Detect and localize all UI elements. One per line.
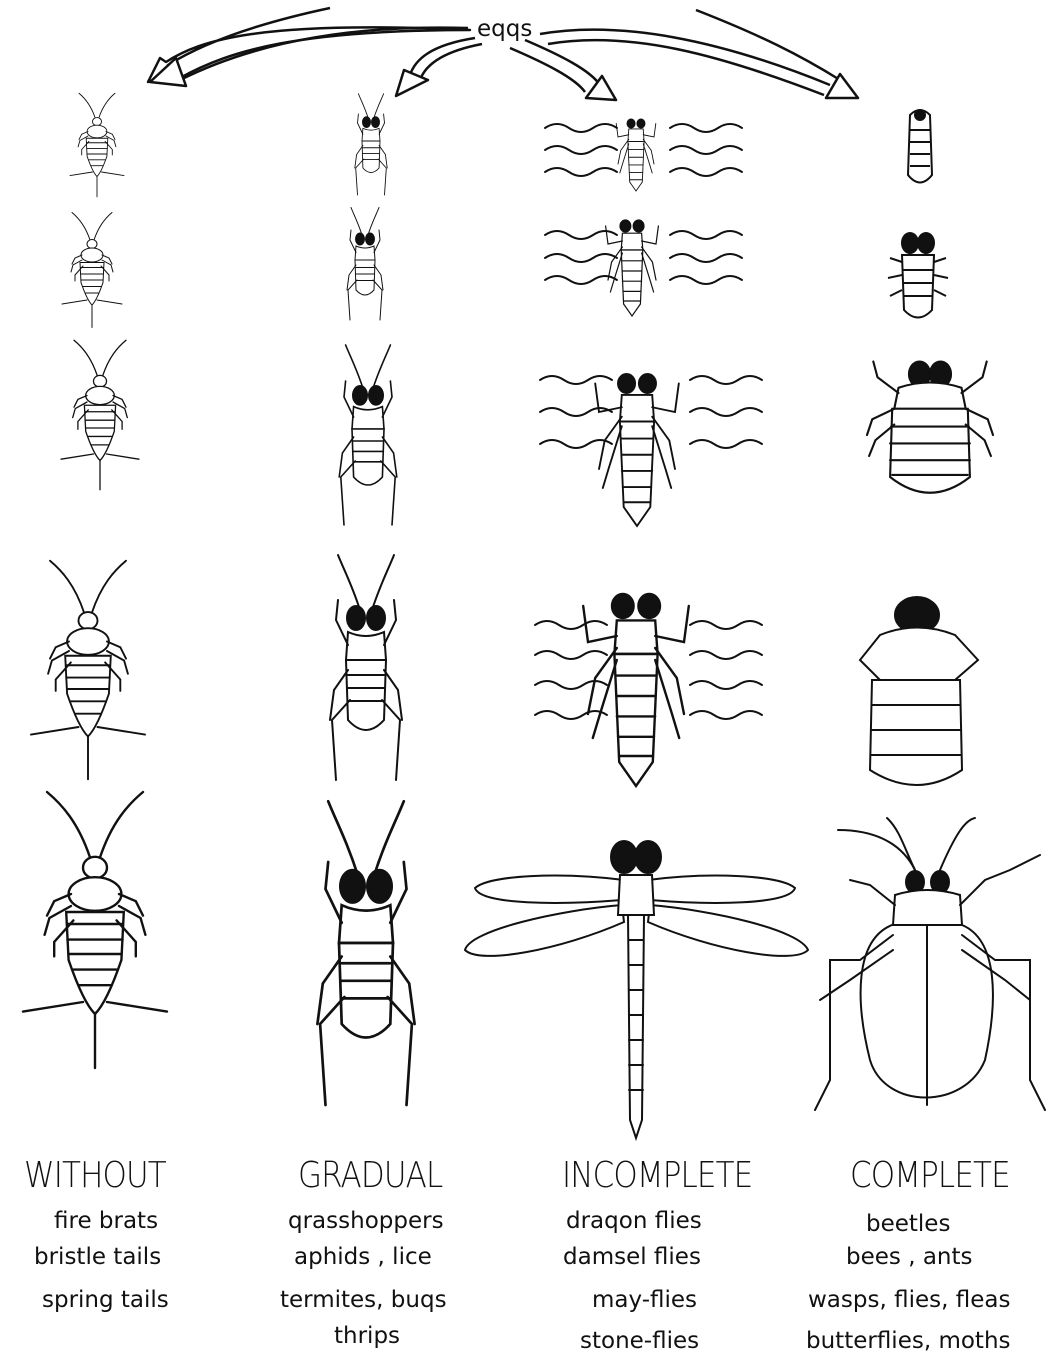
gradual-stage-2 bbox=[347, 208, 383, 321]
gradual-stage-3 bbox=[339, 345, 397, 525]
example-item: bristle tails bbox=[34, 1246, 161, 1269]
incomplete-stage-4 bbox=[583, 594, 689, 786]
heading-without: WITHOUT bbox=[24, 1158, 166, 1194]
complete-stage-1 bbox=[908, 110, 932, 183]
heading-complete: COMPLETE bbox=[850, 1158, 1010, 1194]
example-item: bees , ants bbox=[846, 1246, 973, 1269]
without-stage-3 bbox=[61, 340, 139, 490]
example-item: fire brats bbox=[54, 1210, 158, 1233]
column-gradual-stages bbox=[317, 94, 414, 1105]
eggs-label: eqqs bbox=[477, 16, 532, 42]
column-without-stages bbox=[23, 93, 167, 1068]
complete-stage-2 bbox=[888, 233, 948, 318]
arrow-to-complete bbox=[540, 30, 830, 85]
arrow-to-incomplete bbox=[525, 40, 600, 85]
incomplete-stage-2 bbox=[606, 220, 659, 316]
complete-stage-3 bbox=[867, 362, 993, 493]
without-stage-5 bbox=[23, 792, 167, 1068]
example-item: termites, buqs bbox=[280, 1289, 447, 1312]
example-item: stone-flies bbox=[580, 1330, 699, 1353]
without-stage-4 bbox=[31, 561, 145, 780]
without-stage-2 bbox=[62, 213, 122, 328]
gradual-stage-4 bbox=[330, 555, 402, 780]
example-item: qrasshoppers bbox=[288, 1210, 444, 1233]
incomplete-stage-1 bbox=[616, 119, 656, 191]
example-item: wasps, flies, fleas bbox=[808, 1289, 1010, 1312]
gradual-stage-1 bbox=[355, 94, 387, 195]
heading-gradual: GRADUAL bbox=[298, 1158, 442, 1194]
complete-stage-5-beetle bbox=[815, 818, 1045, 1110]
without-stage-1 bbox=[70, 93, 124, 197]
incomplete-stage-5-dragonfly bbox=[465, 841, 808, 1138]
example-item: butterflies, moths bbox=[806, 1330, 1011, 1353]
example-item: draqon flies bbox=[566, 1210, 702, 1233]
complete-stage-4 bbox=[860, 597, 978, 785]
example-item: spring tails bbox=[42, 1289, 169, 1312]
example-item: may-flies bbox=[592, 1289, 697, 1312]
column-complete-stages bbox=[815, 110, 1045, 1110]
gradual-stage-5 bbox=[317, 801, 414, 1105]
example-item: aphids , lice bbox=[294, 1246, 432, 1269]
example-item: thrips bbox=[334, 1325, 400, 1348]
arrow-to-without bbox=[148, 8, 470, 82]
column-incomplete-stages bbox=[465, 119, 808, 1138]
example-item: beetles bbox=[866, 1213, 950, 1236]
example-item: damsel flies bbox=[563, 1246, 701, 1269]
incomplete-stage-3 bbox=[595, 374, 679, 526]
heading-incomplete: INCOMPLETE bbox=[562, 1158, 752, 1194]
